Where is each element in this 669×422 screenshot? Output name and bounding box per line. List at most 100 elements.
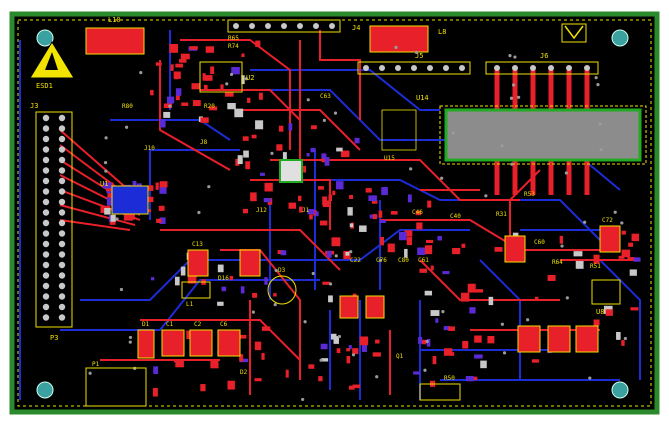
via bbox=[311, 271, 315, 276]
smd-pad bbox=[173, 359, 178, 363]
via bbox=[500, 322, 504, 326]
pin-pad bbox=[42, 303, 50, 311]
smd-pad bbox=[326, 250, 332, 258]
pin-pad bbox=[459, 65, 465, 71]
via bbox=[613, 210, 617, 214]
smd-pad bbox=[278, 125, 284, 132]
header-j6 bbox=[485, 61, 599, 75]
pin-pad bbox=[494, 65, 500, 71]
smd-pad bbox=[191, 83, 200, 90]
via bbox=[128, 340, 132, 344]
smd-pad bbox=[159, 181, 168, 188]
smd-pad bbox=[179, 58, 187, 63]
smd-pad bbox=[348, 345, 352, 350]
pin-pad bbox=[281, 23, 287, 29]
u2-label: U2 bbox=[246, 74, 254, 82]
r64-label: R64 bbox=[552, 259, 563, 266]
pin-pad bbox=[329, 23, 335, 29]
via bbox=[349, 250, 353, 254]
smd-pad bbox=[471, 376, 478, 381]
pin-pad bbox=[249, 23, 255, 29]
c6-label: C6 bbox=[220, 321, 228, 328]
smd-pad bbox=[231, 67, 240, 75]
smd-pad bbox=[328, 194, 333, 202]
via bbox=[594, 76, 598, 80]
smd-pad bbox=[288, 202, 296, 209]
pin-pad bbox=[58, 209, 66, 216]
smd-pad bbox=[224, 91, 234, 97]
smd-pad bbox=[261, 326, 271, 331]
smd-pad bbox=[227, 102, 236, 110]
smd-pad bbox=[352, 348, 359, 355]
pin-pad bbox=[42, 135, 50, 143]
inductor-l1 bbox=[181, 281, 211, 299]
inductor-top-label: L10 bbox=[108, 16, 121, 24]
mounting-hole-bottom-left bbox=[36, 381, 54, 399]
smd-pad bbox=[354, 137, 360, 144]
header-j4-pads bbox=[233, 23, 335, 29]
via bbox=[484, 194, 488, 198]
smd-pad bbox=[285, 369, 289, 378]
smd-pad bbox=[235, 158, 240, 166]
smd-pad bbox=[621, 249, 631, 258]
smd-pad bbox=[102, 182, 112, 189]
smd-pad bbox=[372, 352, 381, 357]
smd-pad bbox=[264, 182, 273, 192]
smd-pad bbox=[159, 119, 166, 128]
pin-pad bbox=[58, 167, 66, 174]
smd-pad bbox=[169, 44, 179, 53]
pin-pad bbox=[584, 65, 590, 71]
pin-pad bbox=[58, 303, 66, 311]
pin-pad bbox=[58, 177, 66, 185]
mounting-holes bbox=[36, 29, 629, 399]
mounting-hole-top-right bbox=[611, 29, 629, 47]
smd-pad bbox=[336, 181, 344, 190]
via bbox=[440, 176, 444, 180]
board-outline bbox=[9, 11, 660, 415]
pin-pad bbox=[265, 23, 271, 29]
smd-pad bbox=[250, 192, 257, 202]
via bbox=[270, 151, 274, 156]
smd-pad bbox=[430, 265, 434, 271]
smd-pad bbox=[200, 384, 206, 392]
smd-pad bbox=[365, 188, 372, 193]
pin-pad bbox=[58, 230, 66, 237]
smd-pad bbox=[487, 335, 495, 344]
smd-pad bbox=[205, 46, 214, 53]
smd-pad bbox=[559, 235, 564, 244]
r53-label: R53 bbox=[524, 191, 535, 198]
vias bbox=[88, 45, 627, 402]
smd-pad bbox=[443, 348, 453, 356]
pin-pad bbox=[42, 188, 50, 195]
u1-label: U1 bbox=[100, 180, 108, 188]
via bbox=[564, 171, 568, 175]
pin-pad bbox=[42, 219, 50, 227]
smd-pad bbox=[229, 275, 234, 281]
smd-pad bbox=[260, 172, 265, 176]
smd-pad bbox=[105, 205, 111, 210]
smd-pad bbox=[252, 292, 258, 298]
smd-pad bbox=[368, 195, 377, 202]
smd-pad bbox=[336, 147, 343, 152]
smd-pad bbox=[150, 89, 154, 96]
via bbox=[139, 71, 143, 75]
pin-pad bbox=[512, 65, 518, 71]
smd-pad bbox=[494, 247, 503, 252]
smd-pad bbox=[163, 103, 173, 109]
c1-label: C1 bbox=[166, 321, 174, 328]
c40-label: C40 bbox=[450, 213, 461, 220]
buzzer-outline bbox=[267, 275, 297, 305]
pin-pad bbox=[297, 23, 303, 29]
smd-pad bbox=[352, 384, 361, 389]
esd-label: ESD1 bbox=[36, 82, 53, 90]
smd-pad bbox=[424, 245, 433, 255]
smd-pad bbox=[372, 214, 377, 220]
esd-warning-icon bbox=[29, 41, 75, 79]
smd-pad bbox=[631, 233, 639, 242]
via bbox=[513, 55, 517, 59]
smd-pad bbox=[175, 63, 184, 68]
smd-pad bbox=[418, 336, 423, 344]
via bbox=[583, 220, 587, 224]
smd-pad bbox=[311, 125, 317, 130]
